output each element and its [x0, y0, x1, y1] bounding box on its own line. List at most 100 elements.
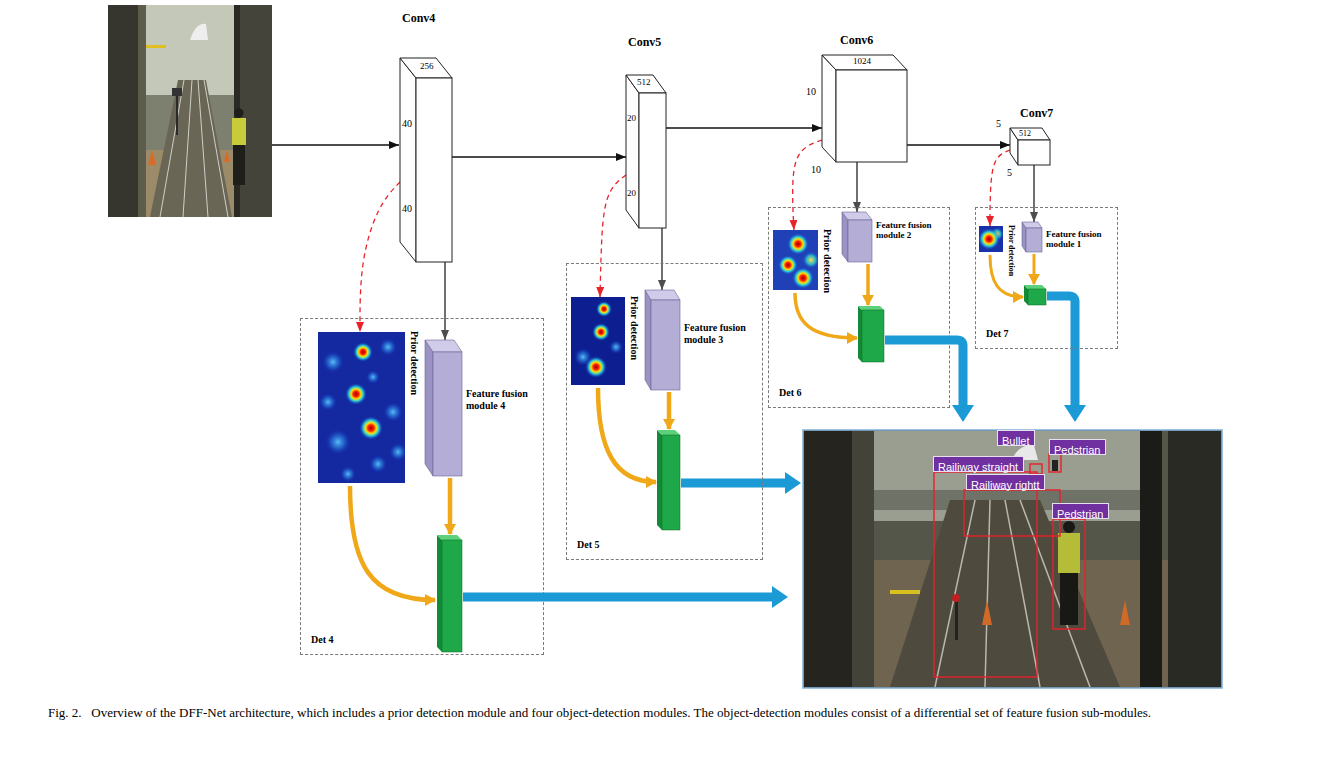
photo-person: [1058, 533, 1080, 573]
dimension-label: 5: [1007, 167, 1012, 179]
result-arrow: [885, 340, 963, 406]
block-outline: [425, 340, 462, 476]
photo-ground: [803, 430, 1222, 688]
bounding-box: [1049, 454, 1061, 472]
block-side-face: [842, 212, 848, 262]
detection-module-box: Det 6 Prior detection Feature fusion modul…: [768, 207, 950, 408]
photo-person: [1063, 521, 1075, 533]
prior-detection-heatmap: Prior detection: [979, 226, 1003, 252]
photo-signal: [955, 600, 958, 640]
layer-name: Conv5: [628, 36, 661, 50]
photo-ground: [108, 5, 272, 217]
layer-name: Conv4: [402, 12, 435, 26]
heatmap-blob: [802, 251, 818, 269]
feature-fusion-block: Feature fusion module 3: [645, 290, 680, 390]
layer-name: Conv6: [840, 34, 873, 48]
module-label: Prior detection: [1006, 225, 1016, 276]
layer-arrow: [452, 156, 626, 157]
output-block: [862, 310, 884, 362]
dimension-label: 40: [402, 118, 412, 130]
dimension-label: 10: [806, 86, 816, 98]
output-block: [1024, 285, 1046, 289]
detection-module-box: Det 5Prior detectionFeature fusion modul…: [566, 263, 763, 560]
prior-detection-heatmap: Prior detection: [773, 230, 818, 290]
photo-rail: [204, 80, 228, 217]
block-top-face: [1022, 222, 1042, 228]
photo-wall: [1168, 431, 1221, 687]
photo-wall: [804, 431, 852, 687]
photo-cone: [148, 150, 156, 165]
heatmap-blob: [585, 356, 607, 378]
output-block: [657, 430, 662, 530]
heatmap-blob: [379, 338, 397, 356]
dimension-label: 40: [402, 203, 412, 215]
dimension-label: 5: [996, 118, 1001, 130]
feature-fusion-block: Feature fusion module 1: [1022, 222, 1042, 252]
fusion-arrow: [795, 293, 857, 338]
fusion-arrow: [598, 388, 656, 482]
output-block: [437, 535, 442, 652]
heatmap-blob: [787, 233, 809, 255]
photo-person: [1060, 573, 1078, 625]
heatmap-blob: [359, 416, 383, 440]
block-top-face: [425, 340, 462, 352]
photo-signal: [172, 88, 182, 96]
heatmap-image: [571, 297, 625, 385]
block-front-face: [433, 352, 462, 476]
heatmap-blob: [353, 342, 373, 362]
fusion-arrow: [350, 486, 435, 600]
heatmap-blob: [592, 323, 610, 341]
layer-name: Conv7: [1020, 107, 1053, 121]
block-front-face: [836, 70, 907, 162]
dimension-label: 20: [627, 188, 636, 198]
connector-group: [360, 128, 1034, 340]
fusion-arrow: [448, 478, 453, 534]
photo-cone: [1120, 600, 1130, 625]
module-label: Det 4: [311, 634, 334, 646]
fusion-arrow: [1033, 254, 1036, 284]
module-label: Feature fusion module 2: [876, 220, 944, 241]
heatmap-blob: [325, 429, 351, 455]
detection-output-blocks: [437, 285, 1046, 652]
input-photo: [108, 5, 272, 217]
photo-rail: [183, 80, 192, 217]
block-front-face: [651, 300, 680, 390]
fusion-arrow: [667, 392, 672, 429]
photo-rail: [160, 80, 184, 217]
class-tag: Pedstrian: [1049, 439, 1106, 455]
block-top-face: [400, 58, 452, 78]
heatmap-blob: [596, 301, 612, 317]
module-label: Det 6: [779, 387, 802, 399]
photo-door-frame: [138, 5, 146, 217]
prior-detection-heatmap: Prior detection: [318, 332, 405, 483]
output-block: [442, 540, 462, 652]
photo-track: [150, 80, 232, 217]
block-top-face: [842, 212, 872, 220]
block-side-face: [626, 75, 639, 228]
heatmap-blob: [319, 393, 337, 411]
feature-arrow: [856, 162, 858, 212]
class-tag: Pedstrian: [1052, 503, 1109, 519]
output-block: [657, 430, 680, 435]
dimension-label: 512: [1019, 129, 1031, 138]
heatmap-blob: [979, 228, 1000, 250]
dimension-label: 512: [637, 77, 651, 87]
result-arrow-head: [1064, 405, 1086, 422]
module-label: Prior detection: [821, 229, 833, 293]
photo-rail: [985, 500, 990, 687]
output-block: [437, 535, 462, 540]
layer-arrow: [666, 127, 822, 128]
photo-person: [235, 109, 244, 118]
input-arrow: [272, 144, 399, 145]
heatmap-blob: [369, 455, 387, 473]
heatmap-blob: [345, 383, 367, 405]
photo-signal: [176, 95, 178, 135]
detection-module-box: Det 4Prior detectionFeature fusion modul…: [300, 318, 544, 655]
photo-train: [190, 24, 208, 40]
bounding-box: [1030, 464, 1042, 474]
module-label: Det 5: [577, 539, 600, 551]
photo-barrier: [146, 45, 166, 48]
bounding-box: [934, 472, 1037, 677]
block-side-face: [645, 290, 651, 390]
